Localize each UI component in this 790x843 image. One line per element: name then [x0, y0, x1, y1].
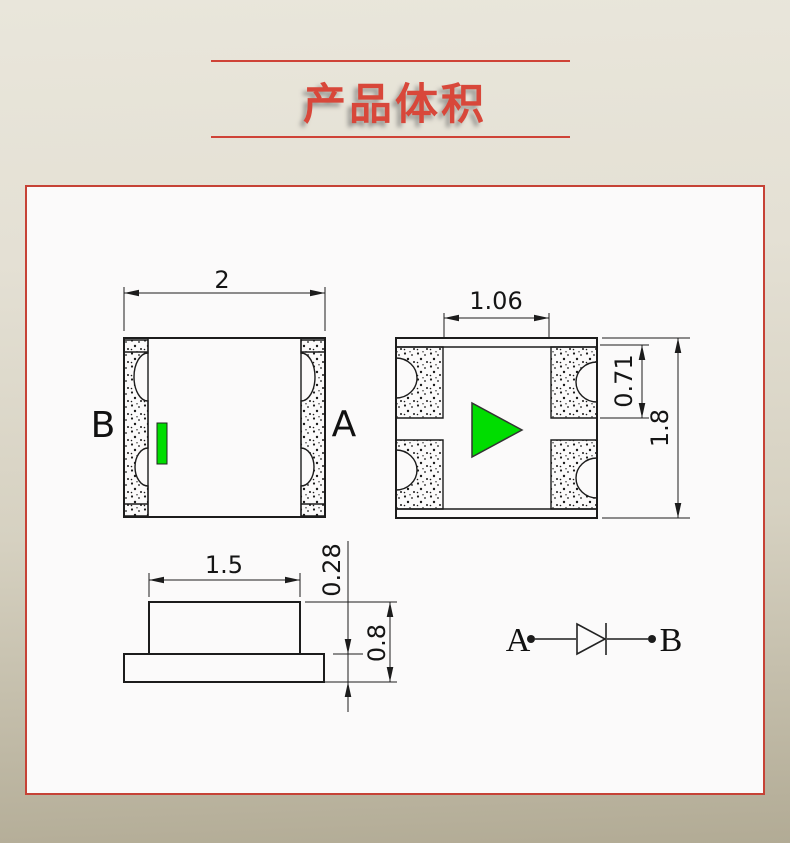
title-rule-top	[211, 60, 570, 62]
diode-triangle	[576, 622, 607, 656]
bottom-view: 1.06 0.71 1.8	[395, 287, 690, 519]
dim-label-total-height: 0.8	[363, 624, 391, 662]
cathode-triangle	[471, 401, 524, 459]
dimension-pad-gap: 1.06	[443, 287, 550, 337]
circuit-label-cathode: B	[660, 622, 683, 659]
circuit-label-anode: A	[506, 622, 531, 659]
title-rule-bottom	[211, 136, 570, 138]
pad-bottom-left	[395, 439, 444, 510]
pad-bottom-right	[550, 439, 598, 510]
dim-label-top-width: 1.5	[205, 551, 243, 579]
dim-label-base-thickness: 0.28	[318, 543, 346, 596]
dimension-height: 1.8	[602, 337, 690, 519]
top-view-outline	[123, 337, 326, 518]
top-view-label-a: A	[332, 404, 357, 445]
cathode-node-dot	[648, 635, 656, 643]
dimension-base-thickness: 0.28	[305, 541, 397, 712]
page-title: 产品体积	[303, 80, 487, 130]
anode-node-dot	[527, 635, 535, 643]
dimension-width-2: 2	[123, 266, 326, 331]
top-view: 2 B A	[91, 266, 357, 518]
top-view-left-terminal	[123, 339, 149, 517]
polarity-marker	[156, 422, 168, 465]
circuit-symbol: A B	[506, 622, 683, 659]
pad-top-left	[395, 346, 444, 419]
top-view-right-terminal	[300, 339, 326, 517]
dim-label-width: 2	[214, 266, 229, 294]
bottom-view-outline	[395, 337, 598, 519]
side-view-base	[123, 653, 325, 683]
dimension-total-height: 0.8	[363, 602, 394, 682]
top-view-label-b: B	[91, 405, 116, 446]
dim-label-pad-gap: 1.06	[469, 287, 522, 315]
pad-top-right	[550, 346, 598, 419]
dimension-pad-height: 0.71	[600, 344, 649, 419]
dim-label-height: 1.8	[646, 409, 674, 447]
dim-label-pad-height: 0.71	[610, 354, 638, 407]
side-view: 1.5 0.28 0.8	[123, 541, 397, 712]
dimension-top-width: 1.5	[148, 551, 301, 597]
side-view-top-body	[148, 601, 301, 655]
